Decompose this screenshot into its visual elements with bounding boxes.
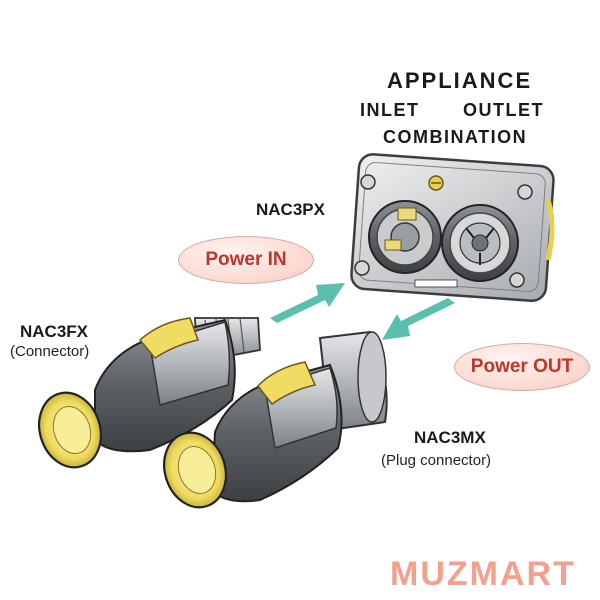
- outlet-socket: [441, 204, 519, 282]
- appliance-title: APPLIANCE: [387, 68, 533, 93]
- nac3mx-plug: [163, 330, 388, 509]
- nac3fx-connector: [38, 317, 261, 469]
- inlet-socket: [368, 200, 442, 274]
- screw-hole-icon: [517, 184, 533, 200]
- outlet-label: OUTLET: [463, 100, 544, 120]
- screw-hole-icon: [360, 174, 376, 190]
- power-in-arrow: [270, 283, 345, 323]
- inlet-label: INLET: [360, 100, 420, 120]
- nac3px-label: NAC3PX: [256, 200, 325, 219]
- combination-label: COMBINATION: [383, 127, 528, 147]
- power-out-badge: Power OUT: [454, 343, 590, 391]
- nac3px-panel: [350, 153, 555, 302]
- screw-hole-icon: [509, 272, 525, 288]
- muzmart-watermark: MUZMART: [390, 555, 576, 593]
- nac3fx-label: NAC3FX: [20, 322, 89, 341]
- nac3mx-label: NAC3MX: [414, 428, 486, 447]
- power-out-arrow: [382, 298, 455, 340]
- power-in-badge: Power IN: [178, 236, 314, 284]
- screw-hole-icon: [354, 260, 370, 276]
- nac3fx-description: (Connector): [10, 343, 90, 360]
- nac3mx-description: (Plug connector): [381, 452, 492, 469]
